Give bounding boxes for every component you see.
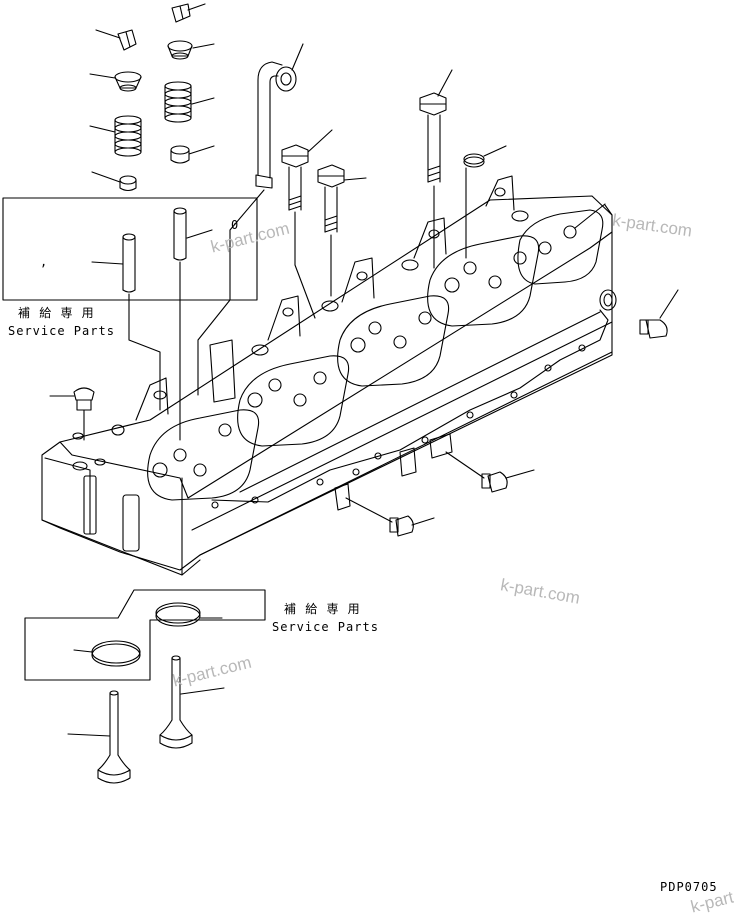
oil-tube-icon (198, 44, 303, 395)
valve-stem-seal-icon (171, 146, 214, 163)
cylinder-head-parts-diagram (0, 0, 734, 898)
box-mark-comma: , (40, 255, 49, 269)
cylinder-section (402, 218, 539, 326)
cylinder-section (486, 176, 603, 284)
drawing-code: PDP0705 (660, 880, 718, 894)
valve-collet-icon (172, 4, 205, 22)
washer-icon (464, 146, 506, 258)
service-parts-label-en: Service Parts (272, 620, 379, 634)
cylinder-section (322, 258, 449, 386)
head-bolt-icon (420, 70, 452, 268)
plug-icon (50, 388, 94, 440)
valve-parts-column (90, 4, 214, 191)
cylinder-section (136, 340, 259, 500)
intake-valve-icon (68, 691, 130, 783)
leader-lines (129, 204, 612, 440)
valve-spring-icon (165, 82, 214, 122)
exhaust-valve-icon (160, 656, 224, 748)
valve-stem-seal-icon (92, 172, 136, 191)
box-mark-zero: 0 (231, 218, 240, 232)
valve-spring-icon (90, 116, 141, 156)
cylinder-section (238, 296, 349, 446)
head-bolt-icon (282, 130, 332, 318)
valve-collet-icon (96, 30, 136, 50)
valve-seat-insert-icon (74, 641, 140, 666)
service-parts-label-jp: 補 給 専 用 (18, 306, 95, 320)
plug-icon (346, 498, 434, 536)
service-parts-box-inserts (25, 590, 265, 680)
service-parts-label-jp: 補 給 専 用 (284, 602, 361, 616)
service-parts-label-en: Service Parts (8, 324, 115, 338)
valve-seat-insert-icon (156, 603, 222, 626)
head-bolt-icon (318, 165, 366, 296)
spring-retainer-icon (90, 72, 141, 91)
cylinder-head-body (42, 196, 616, 575)
valve-guide-icon (92, 234, 135, 292)
valve-guide-icon (174, 208, 212, 260)
plug-icon (640, 290, 678, 338)
service-parts-box-guides (3, 198, 257, 300)
plug-icon (446, 452, 534, 492)
spring-retainer-icon (168, 41, 214, 59)
